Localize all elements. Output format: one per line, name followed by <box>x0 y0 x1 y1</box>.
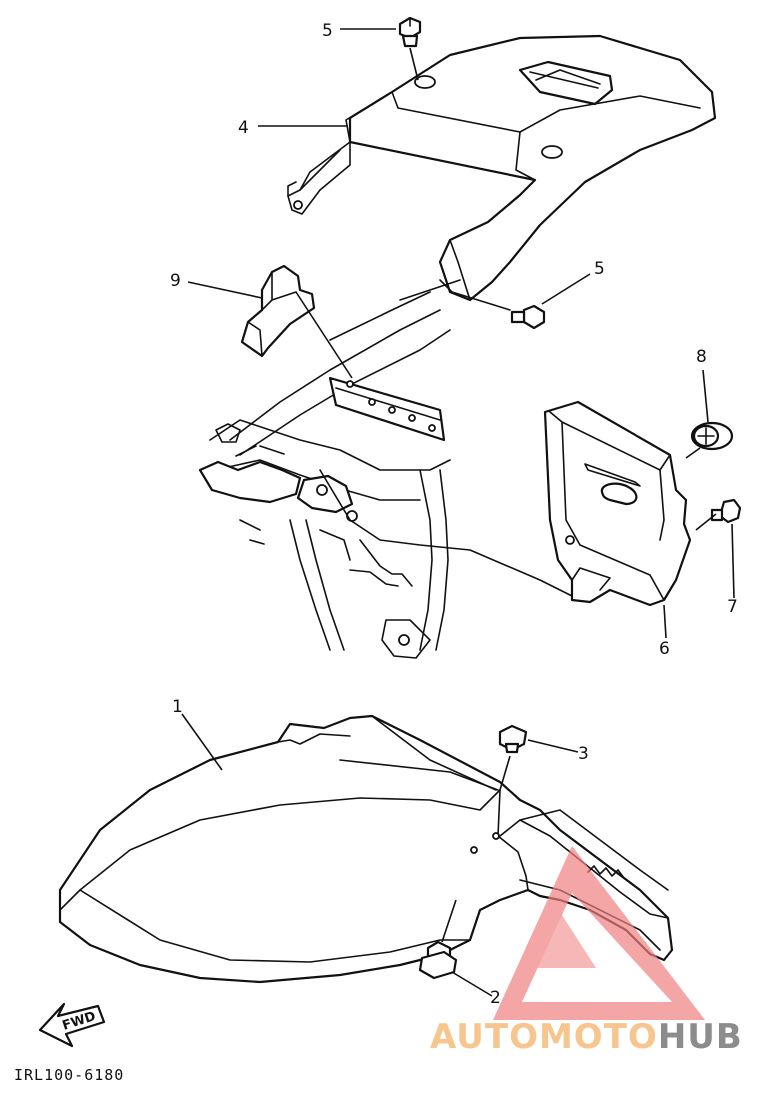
watermark-triangle-logo <box>493 846 705 1020</box>
bracket-part-9 <box>240 264 316 358</box>
side-plate-part-6 <box>543 400 692 607</box>
grommet-part-8 <box>690 421 734 451</box>
rear-frame <box>198 279 581 659</box>
callout-2: 2 <box>490 988 501 1008</box>
watermark-part-2: HUB <box>657 1017 743 1057</box>
callout-7: 7 <box>727 597 738 617</box>
callout-1: 1 <box>172 697 183 717</box>
callout-6: 6 <box>659 639 670 659</box>
bolt-part-3 <box>498 724 528 754</box>
watermark-wordmark: AUTOMOTOHUB <box>430 1017 743 1057</box>
callout-9: 9 <box>170 271 181 291</box>
callout-3: 3 <box>578 744 589 764</box>
callout-5-side: 5 <box>594 259 605 279</box>
leader-lines <box>181 28 735 997</box>
drawing-number: IRL100-6180 <box>14 1066 125 1084</box>
tail-cover-part <box>287 34 717 311</box>
bolt-part-7 <box>710 498 742 524</box>
bolt-5-top <box>398 16 422 48</box>
callout-4: 4 <box>238 118 249 138</box>
rear-fender-part-1 <box>58 714 674 984</box>
bolt-5-side <box>510 304 546 330</box>
callout-8: 8 <box>696 347 707 367</box>
callout-5-top: 5 <box>322 21 333 41</box>
nut-part-2 <box>418 940 458 980</box>
watermark-part-1: AUTOMOTO <box>430 1017 658 1057</box>
fwd-arrow-icon: FWD <box>38 1002 106 1048</box>
callout-labels: 1 2 3 4 5 5 6 7 8 9 <box>170 21 738 1008</box>
